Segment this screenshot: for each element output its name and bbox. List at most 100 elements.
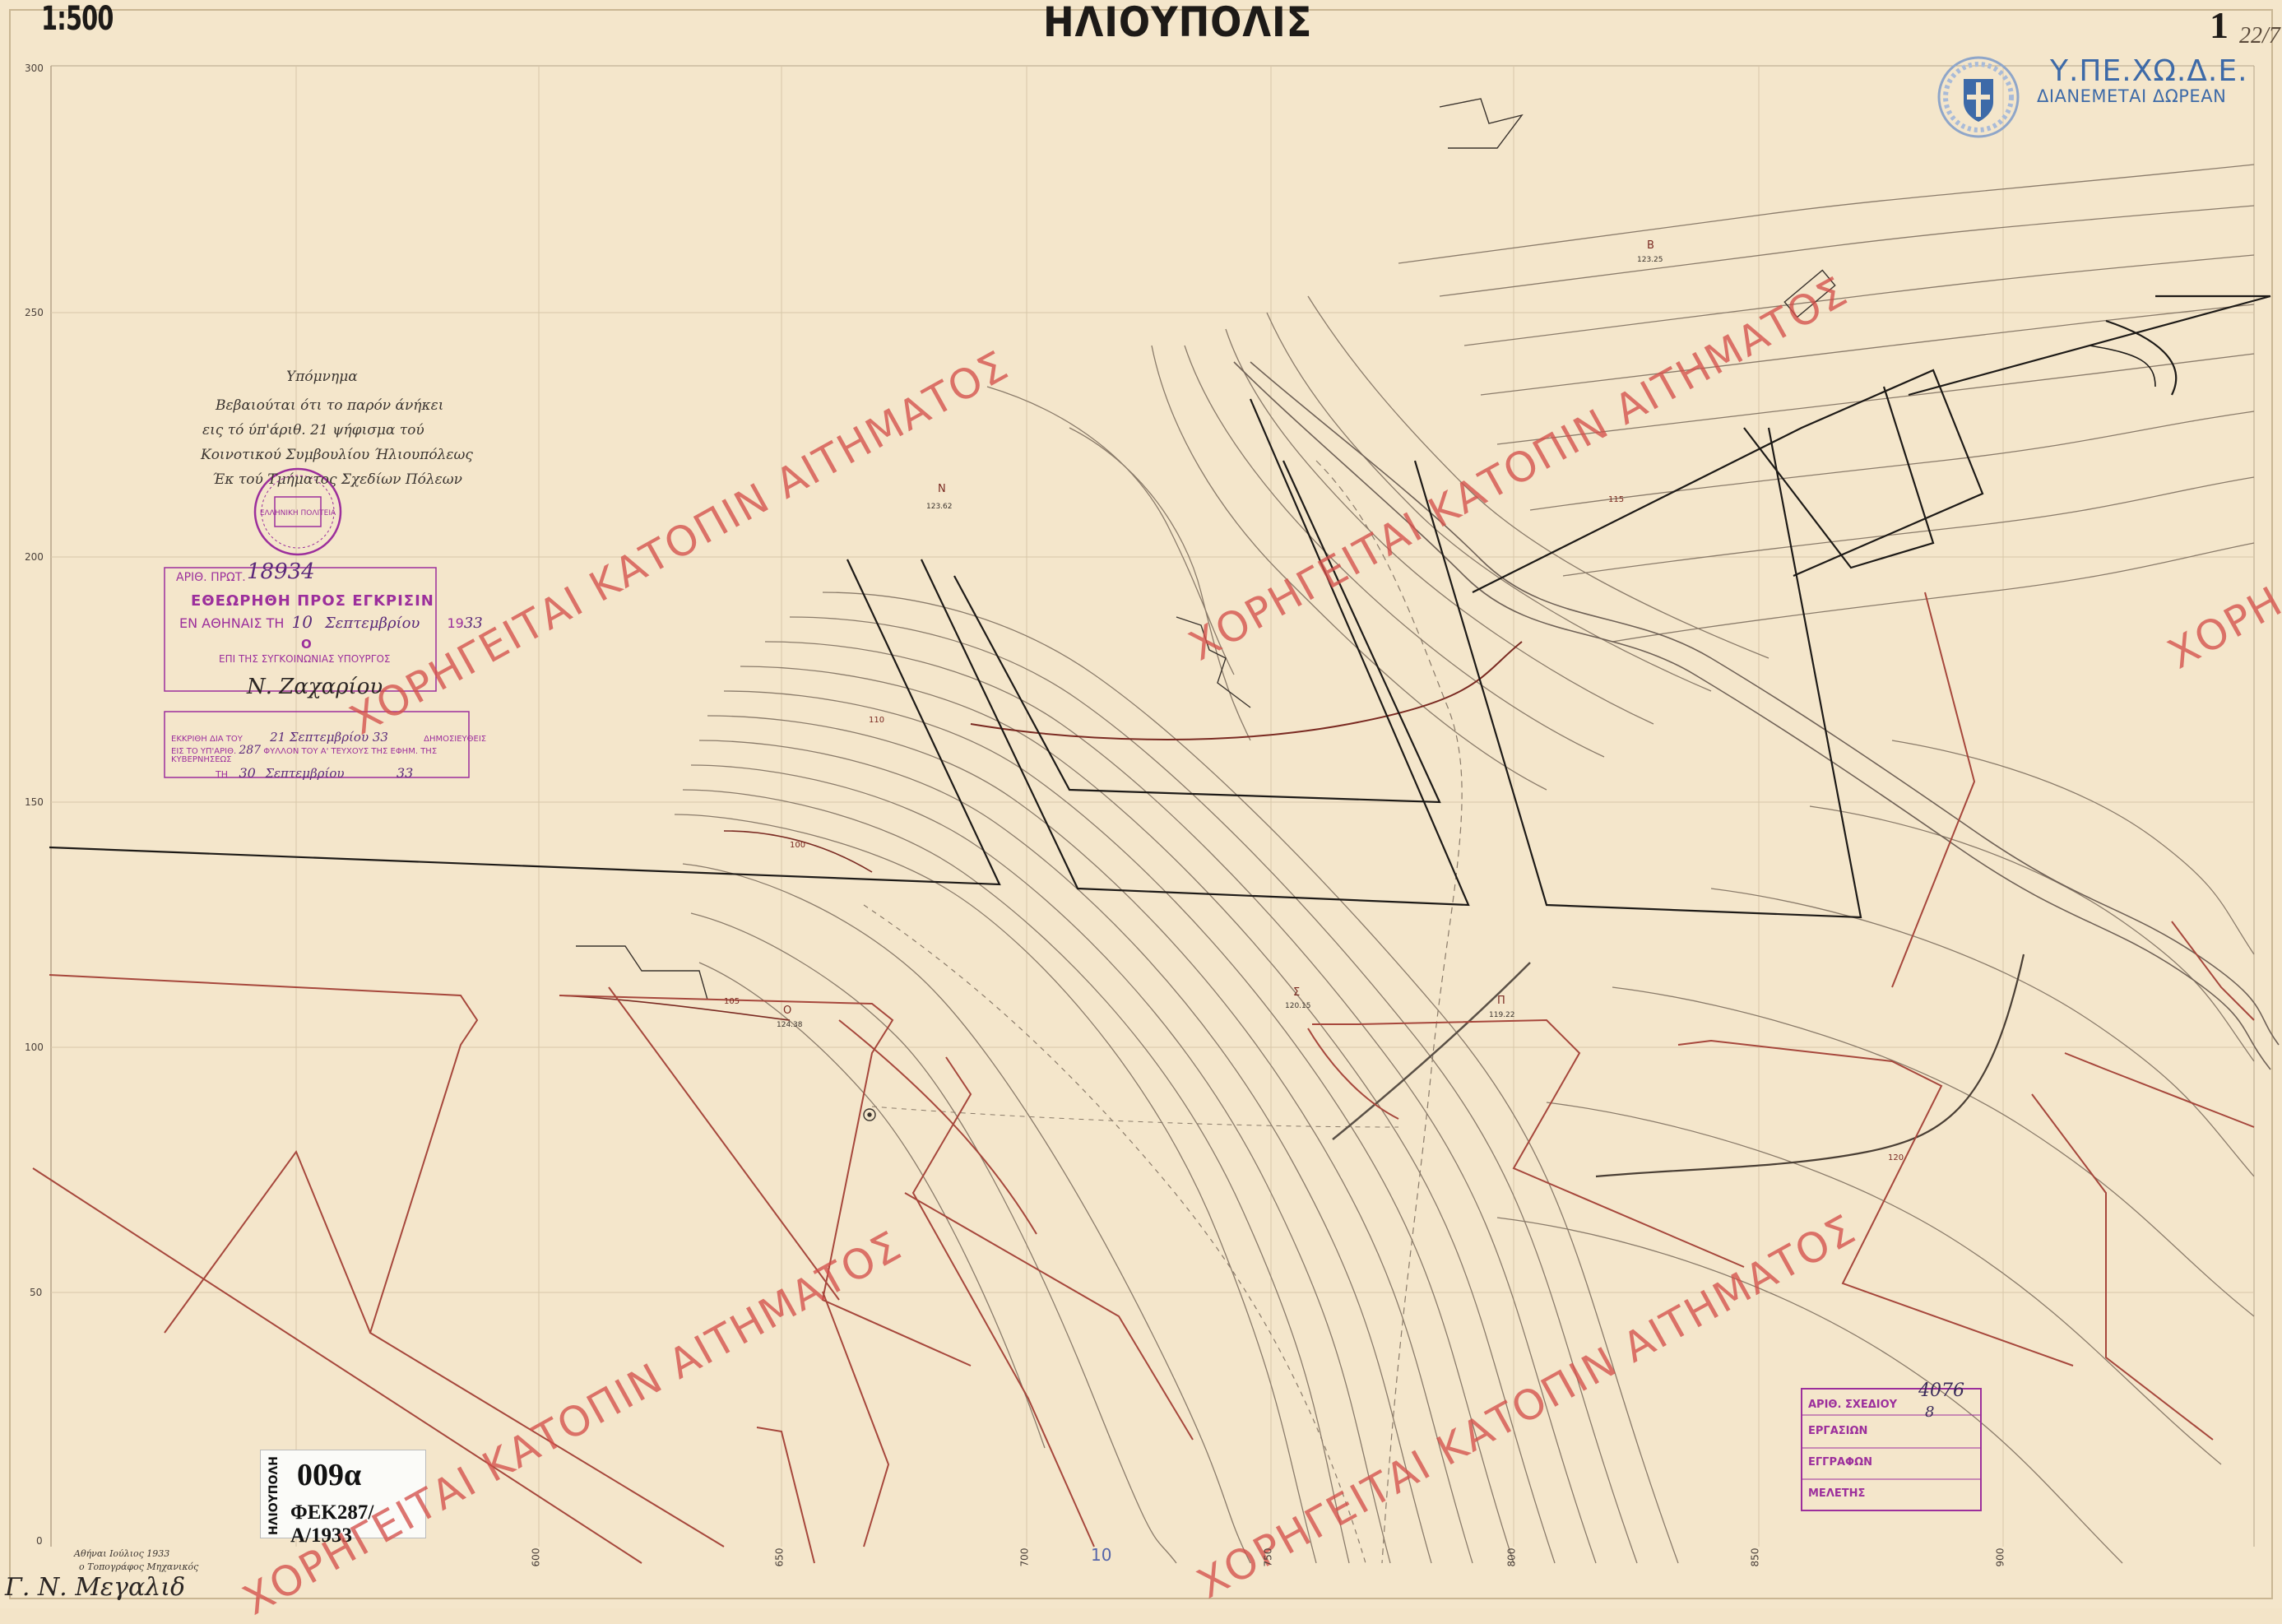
contour-line	[1546, 1102, 2222, 1465]
publication-line-2-number: 287	[239, 744, 262, 757]
street-block	[2064, 1052, 2255, 1128]
contour-line	[707, 715, 1473, 1564]
contour-line	[1398, 164, 2255, 264]
street-block	[559, 995, 972, 1366]
contour-line	[1496, 1217, 2123, 1564]
contour-line	[1529, 411, 2255, 511]
contour-label: 115	[1608, 495, 1624, 504]
building	[1439, 98, 1524, 149]
registry-drawing-sub-number: 8	[1925, 1404, 1935, 1421]
registry-study-label: ΜΕΛΕΤΗΣ	[1808, 1487, 1866, 1500]
spot-height-letter: Ο	[783, 1005, 791, 1017]
contour-line	[789, 616, 1638, 1564]
contour-label: 120	[1888, 1153, 1904, 1162]
street-block	[822, 1291, 890, 1547]
sheet-number: 1	[2210, 4, 2229, 46]
contour-line	[723, 690, 1514, 1564]
contour-line	[690, 764, 1391, 1564]
registry-stamp-box	[1801, 1388, 1982, 1511]
spot-height-letter: Ν	[938, 483, 946, 495]
street-block	[904, 1192, 1194, 1441]
approval-month: Σεπτεμβρίου	[325, 615, 420, 632]
path-dashed	[1315, 460, 1463, 1564]
grid-y-label: 150	[25, 796, 44, 808]
legend-line: Βεβαιούται ότι το παρόν άνήκει	[216, 397, 444, 414]
footer-note: Αθήναι Ιούλιος 1933	[74, 1548, 170, 1559]
reference-card-gazette: ΦΕΚ287/Α/1933	[290, 1501, 374, 1547]
contour-label: 105	[724, 997, 740, 1006]
grid-x-label: 900	[1994, 1547, 2006, 1567]
grid-x-label: 600	[530, 1547, 542, 1567]
spot-height-group: Ν 123.62 Σ 120.15 Β 123.25 Ο 124.38 Π 11…	[777, 239, 1663, 1029]
block-outline	[1743, 386, 1935, 569]
survey-point	[863, 1108, 876, 1121]
contour-line	[1612, 986, 2255, 1317]
building	[1176, 616, 1251, 708]
sheet-number-handwritten: 22/7	[2239, 23, 2280, 49]
survey-point	[867, 1112, 872, 1117]
contour-line	[1307, 295, 1769, 659]
contour-line	[822, 592, 1679, 1564]
block-outline	[49, 559, 1001, 886]
approval-year-prefix: 19	[447, 615, 464, 631]
building	[1783, 269, 1836, 318]
publication-day: 30	[239, 765, 256, 781]
street-block	[1307, 1028, 1399, 1120]
street-block	[608, 986, 840, 1301]
road-line	[1332, 962, 1531, 1140]
grid-y-label: 100	[25, 1042, 44, 1053]
block-outline	[1413, 427, 1862, 919]
spot-height-value: 119.22	[1489, 1011, 1515, 1019]
street-block	[164, 1149, 371, 1334]
publication-line-3: ΚΥΒΕΡΝΗΣΕΩΣ	[171, 755, 232, 764]
contour-line	[740, 666, 1556, 1564]
contour-line	[682, 789, 1350, 1564]
block-outline	[2089, 345, 2156, 387]
contour-line	[682, 863, 1251, 1564]
contour-line	[698, 962, 1046, 1449]
contour-line	[1809, 805, 2255, 1062]
seal-stamp-text: ΕΛΛΗΝΙΚΗ ΠΟΛΙΤΕΙΑ	[260, 509, 336, 517]
spot-height-value: 123.62	[926, 503, 953, 511]
contour-red	[723, 830, 873, 873]
reference-card-area: ΗΛΙΟΥΠΟΛΗ	[257, 1456, 290, 1535]
legend-line: εις τό ύπ'άριθ. 21 ψήφισμα τού	[202, 422, 424, 438]
approval-line-2-prefix: ΕΝ ΑΘΗΝΑΙΣ ΤΗ	[179, 615, 285, 631]
spot-height-value: 123.25	[1637, 256, 1663, 264]
map-scale: 1:500	[41, 0, 114, 38]
street-block	[49, 974, 725, 1547]
publication-stamp-box	[164, 711, 470, 778]
sheet-border	[9, 9, 2273, 1599]
street-blocks	[32, 592, 2255, 1564]
contour-line	[698, 740, 1432, 1564]
spot-height-value: 124.38	[777, 1021, 803, 1029]
publication-line-4: ΤΗ 30 Σεπτεμβρίου 33	[216, 765, 413, 781]
legend-line: Κοινοτικού Συμβουλίου Ήλιουπόλεως	[201, 447, 473, 463]
street-block	[2171, 921, 2255, 1021]
publication-line-1-suffix: ΔΗΜΟΣΙΕΥΘΕΙΣ	[424, 735, 487, 744]
block-outline	[953, 460, 1441, 804]
path-dashed	[863, 904, 1366, 1564]
grid-y-label: 300	[25, 63, 44, 74]
publication-line-2-suffix: ΦΥΛΛΟΝ ΤΟΥ Α' ΤΕΥΧΟΥΣ ΤΗΣ ΕΦΗΜ. ΤΗΣ	[263, 747, 438, 756]
publication-line-4-prefix: ΤΗ	[216, 769, 228, 780]
legend-line: Έκ τού Τμήματος Σχεδίων Πόλεων	[212, 471, 462, 488]
contour-120	[1595, 954, 2025, 1178]
contour-label-group: 120 110 100 105 115	[724, 495, 1904, 1162]
street-block	[756, 1427, 815, 1564]
contour-label: 100	[790, 841, 805, 850]
spot-height-letter: Β	[1647, 239, 1654, 252]
publisher-distribution-note: ΔΙΑΝΕΜΕΤΑΙ ΔΩΡΕΑΝ	[2037, 86, 2227, 106]
street-block	[911, 1056, 1095, 1547]
contour-line	[1184, 345, 1605, 758]
block-outline	[921, 398, 1470, 907]
approval-line-2: ΕΝ ΑΘΗΝΑΙΣ ΤΗ 10 Σεπτεμβρίου 1933	[179, 612, 483, 632]
grid-y-label: 250	[25, 307, 44, 318]
contour-line	[1225, 328, 1654, 725]
contour-line	[764, 641, 1597, 1564]
approval-protocol-label: ΑΡΙΘ. ΠΡΩΤ.	[176, 571, 246, 584]
contour-line	[1710, 888, 2255, 1177]
publication-line-1-prefix: ΕΚΚΡΙΘΗ ΔΙΑ ΤΟΥ	[171, 735, 243, 744]
